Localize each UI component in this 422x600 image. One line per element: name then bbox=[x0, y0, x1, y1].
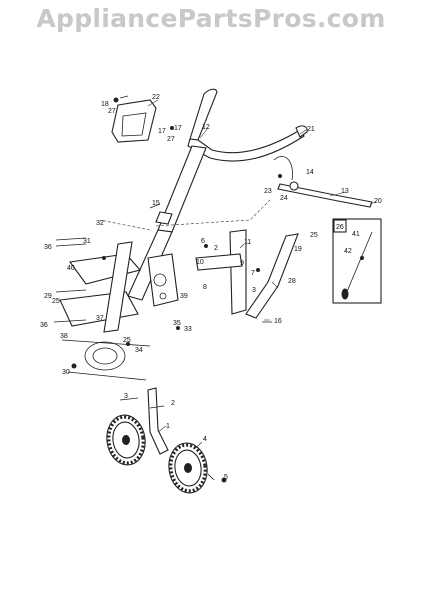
callout-36-a: 36 bbox=[44, 244, 52, 251]
callout-25-left: 25 bbox=[52, 298, 60, 305]
callout-2-upper: 2 bbox=[214, 245, 218, 252]
wheel-bracket bbox=[147, 387, 169, 455]
callout-8: 8 bbox=[203, 284, 207, 291]
callout-42: 42 bbox=[344, 248, 352, 255]
handle-tube bbox=[127, 145, 207, 301]
callout-16: 16 bbox=[274, 318, 282, 325]
callout-37: 37 bbox=[96, 315, 104, 322]
reference-lines bbox=[99, 199, 271, 231]
callout-36-b: 36 bbox=[40, 322, 48, 329]
control-console bbox=[111, 99, 157, 143]
callout-11: 11 bbox=[244, 239, 251, 246]
depth-bracket bbox=[195, 229, 299, 319]
callout-29: 29 bbox=[44, 293, 52, 300]
callout-3-upper: 3 bbox=[252, 287, 256, 294]
callout-22: 22 bbox=[152, 94, 160, 101]
callout-12: 12 bbox=[202, 124, 210, 131]
watermark-text: AppliancePartsPros.com bbox=[36, 4, 386, 33]
callout-17-b: 17 bbox=[174, 125, 182, 132]
control-cable bbox=[273, 155, 373, 208]
wheel-right bbox=[168, 442, 208, 494]
callout-25-right: 25 bbox=[310, 232, 318, 239]
leader-lines bbox=[147, 99, 377, 449]
callout-27-top: 27 bbox=[108, 108, 116, 115]
callout-1: 1 bbox=[166, 423, 170, 430]
callout-9: 9 bbox=[240, 260, 244, 267]
callout-15: 15 bbox=[152, 200, 160, 207]
callout-21: 21 bbox=[307, 126, 315, 133]
callout-13: 13 bbox=[341, 188, 349, 195]
callout-34: 34 bbox=[135, 347, 143, 354]
callout-6: 6 bbox=[201, 238, 205, 245]
callout-23: 23 bbox=[264, 188, 272, 195]
callout-26: 26 bbox=[336, 224, 344, 231]
callout-25-lower: 25 bbox=[123, 337, 131, 344]
callout-30: 30 bbox=[62, 369, 70, 376]
frame-plates bbox=[59, 241, 179, 333]
callout-labels: 22 18 27 17 27 17 12 21 14 23 24 13 20 1… bbox=[40, 94, 382, 481]
callout-5: 5 bbox=[224, 474, 228, 481]
callout-33: 33 bbox=[184, 326, 192, 333]
hardware bbox=[53, 95, 282, 483]
callout-10: 10 bbox=[196, 259, 204, 266]
callout-38: 38 bbox=[60, 333, 68, 340]
callout-40: 40 bbox=[67, 265, 75, 272]
callout-3-lower: 3 bbox=[124, 393, 128, 400]
handlebar bbox=[187, 88, 308, 162]
callout-24: 24 bbox=[280, 195, 288, 202]
callout-39: 39 bbox=[180, 293, 188, 300]
callout-28: 28 bbox=[288, 278, 296, 285]
callout-18: 18 bbox=[101, 101, 109, 108]
callout-41: 41 bbox=[352, 231, 360, 238]
callout-14: 14 bbox=[306, 169, 314, 176]
callout-35: 35 bbox=[173, 320, 181, 327]
callout-4: 4 bbox=[203, 436, 207, 443]
wheel-left bbox=[106, 414, 146, 466]
callout-2-lower: 2 bbox=[171, 400, 175, 407]
inset-cable-box bbox=[332, 218, 382, 304]
callout-17-a: 17 bbox=[158, 128, 166, 135]
callout-27-b: 27 bbox=[167, 136, 175, 143]
callout-31: 31 bbox=[83, 238, 91, 245]
callout-20: 20 bbox=[374, 198, 382, 205]
tine-assembly bbox=[61, 339, 151, 381]
callout-19: 19 bbox=[294, 246, 302, 253]
callout-32: 32 bbox=[96, 220, 104, 227]
callout-7: 7 bbox=[251, 270, 255, 277]
